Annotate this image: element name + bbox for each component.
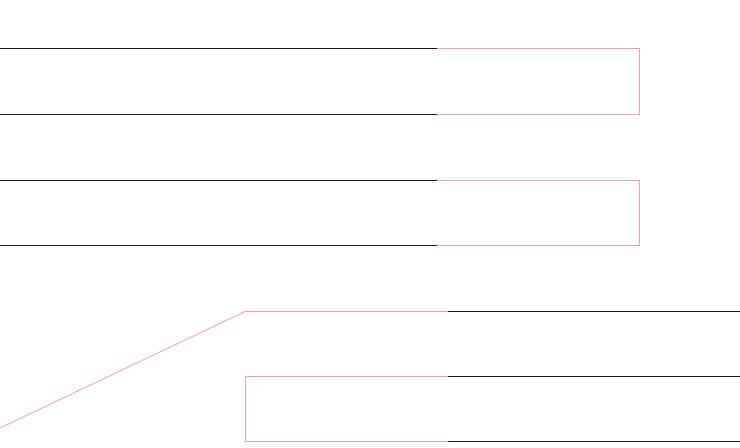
track-group-top xyxy=(0,48,640,115)
track-group-bottom xyxy=(0,311,740,442)
middle-right-bracket xyxy=(437,180,640,246)
bottom-left-bracket xyxy=(245,376,448,442)
track-group-middle xyxy=(0,180,640,246)
top-right-bracket xyxy=(437,48,640,115)
bottom-diagonal-connector xyxy=(0,311,448,429)
